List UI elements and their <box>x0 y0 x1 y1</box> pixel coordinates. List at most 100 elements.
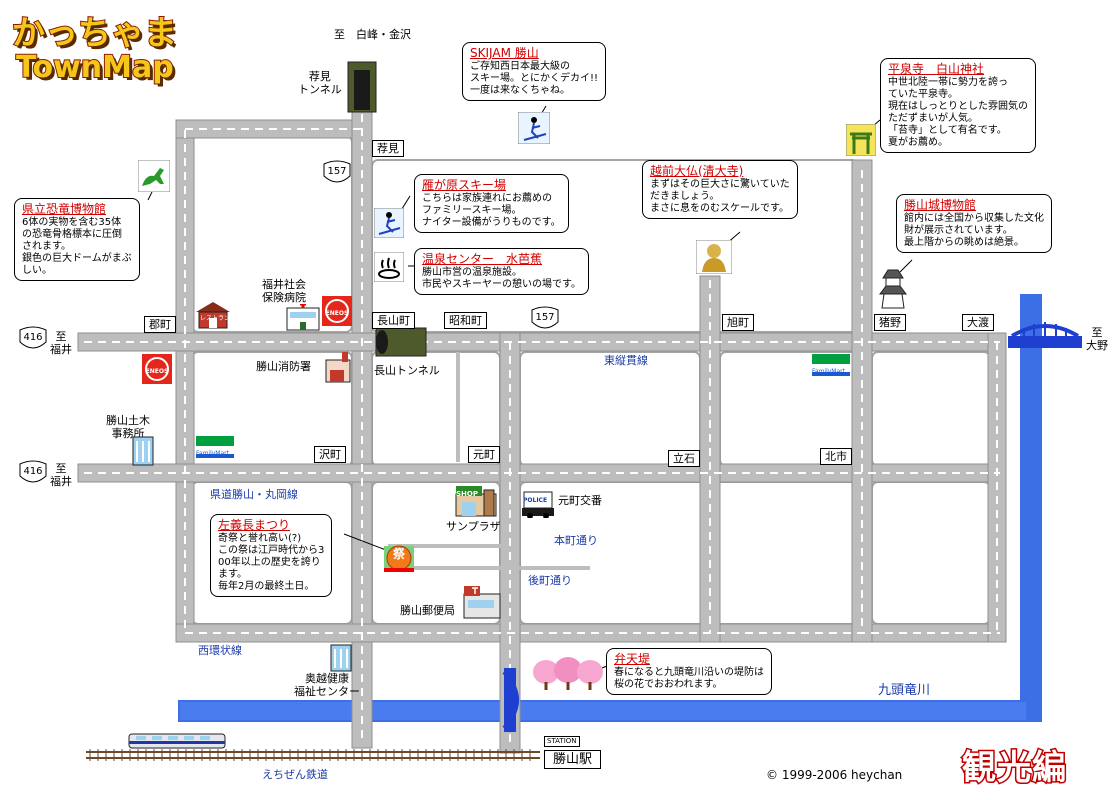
route-416-shield: 416 <box>18 326 48 352</box>
direction-north: 至 白峰・金沢 <box>334 28 411 41</box>
shop-icon <box>455 486 497 517</box>
callout-body: 奇祭と誉れ高い(?) この祭は江戸時代から3 00年以上の歴史を誇り ます。 毎… <box>218 533 325 592</box>
callout-title: 温泉センター 水芭蕉 <box>422 252 543 266</box>
intersection-kitaichi: 北市 <box>820 448 852 465</box>
callout-skijam: SKIJAM 勝山 ご存知西日本最大級の スキー場。とにかくデカイ!! 一度は来… <box>462 42 607 101</box>
echizen-railway <box>86 749 540 761</box>
callout-sagicho: 左義長まつり 奇祭と誉れ高い(?) この祭は江戸時代から3 00年以上の歴史を誇… <box>210 514 333 597</box>
familymart-label: FamilyMart <box>196 450 229 457</box>
road-ushiromachi: 後町通り <box>528 574 572 587</box>
callout-ganohara: 雁が原スキー場 こちらは家族連れにお薦めの ファミリースキー場。 ナイター設備が… <box>414 174 569 233</box>
callout-heisenji: 平泉寺 白山神社 中世北陸一帯に勢力を誇っ ていた平泉寺。 現在はしっとりとした… <box>880 58 1036 153</box>
callout-title: 雁が原スキー場 <box>422 178 507 192</box>
callout-onsen: 温泉センター 水芭蕉 勝山市営の温泉施設。 市民やスキーヤーの憩いの場です。 <box>414 248 589 295</box>
label-okuetsu: 奥越健康 福祉センター <box>294 672 360 698</box>
bridge-icon <box>1008 322 1082 348</box>
shrine-icon <box>846 124 876 156</box>
label-station: 勝山駅 <box>544 750 602 769</box>
river-kuzuryu: 九頭竜川 <box>878 683 931 698</box>
bridge-icon <box>502 668 519 732</box>
post-office-icon <box>463 586 501 619</box>
hot-spring-icon <box>374 252 404 282</box>
label-sunplaza: サンプラザ <box>446 520 501 533</box>
map-title-jp: かっちゃま <box>11 12 178 53</box>
familymart-label: FamilyMart <box>812 368 845 375</box>
callout-body: こちらは家族連れにお薦めの ファミリースキー場。 ナイター設備がうりものです。 <box>422 193 561 228</box>
direction-west-upper: 至 福井 <box>50 330 72 356</box>
intersection-inono: 猪野 <box>874 314 906 331</box>
sakura-icon <box>533 657 603 690</box>
intersection-kenmi: 荐見 <box>372 140 404 157</box>
intersection-tateishi: 立石 <box>668 450 700 467</box>
sightseeing-badge: 観光編 <box>961 747 1068 790</box>
festival-sign: 祭 <box>392 547 405 561</box>
callout-title: 勝山城博物館 <box>904 198 977 212</box>
skier-icon <box>374 208 404 238</box>
eneos-label: ENEOS <box>325 310 349 317</box>
road-honmachi: 本町通り <box>554 534 598 547</box>
callout-body: まずはその巨大さに驚いていた だきましょう。 まさに息をのむスケールです。 <box>650 179 790 214</box>
station-sign: STATION <box>544 736 580 747</box>
intersection-gunmachi: 郡町 <box>144 316 176 333</box>
familymart-icon <box>812 354 850 376</box>
map-title-en: TownMap <box>15 49 175 86</box>
route-157-shield: 157 <box>530 306 560 332</box>
intersection-sawamachi: 沢町 <box>314 446 346 463</box>
callout-body: 館内には全国から収集した文化 財が展示されています。 最上階からの眺めは絶景。 <box>904 213 1044 248</box>
tunnel-icon <box>347 61 377 113</box>
road-higashi-junkan: 東縦貫線 <box>604 354 648 367</box>
callout-body: ご存知西日本最大級の スキー場。とにかくデカイ!! 一度は来なくちゃね。 <box>470 61 599 96</box>
shop-sign: SHOP <box>456 490 478 498</box>
callout-kyoryu: 県立恐竜博物館 6体の実物を含む35体 の恐竜骨格標本に圧倒 されます。 銀色の… <box>14 198 140 281</box>
copyright: © 1999-2006 heychan <box>766 768 903 782</box>
skier-icon <box>518 112 550 144</box>
police-icon <box>522 491 554 518</box>
eneos-icon <box>142 354 172 384</box>
route-157-number: 157 <box>327 166 347 177</box>
eneos-icon <box>322 296 352 326</box>
familymart-icon <box>196 436 234 458</box>
label-post-office: 勝山郵便局 <box>400 604 455 617</box>
callout-benten: 弁天堤 春になると九頭竜川沿いの堤防は 桜の花でおおわれます。 <box>606 648 772 695</box>
route-157-shield: 157 <box>322 160 352 186</box>
train-icon <box>128 733 226 749</box>
office-building-icon <box>330 644 352 672</box>
tunnel-icon <box>375 327 427 357</box>
callout-body: 勝山市営の温泉施設。 市民やスキーヤーの憩いの場です。 <box>422 267 581 290</box>
label-hospital: 福井社会 保険病院 <box>262 278 306 304</box>
route-416-number: 416 <box>23 466 43 477</box>
road-nishi-kanjo: 西環状線 <box>198 644 242 657</box>
festival-icon <box>384 545 414 572</box>
label-kenmi-tunnel: 荐見 トンネル <box>298 70 342 96</box>
intersection-nagayamacho: 長山町 <box>372 312 415 329</box>
intersection-owatari: 大渡 <box>962 314 994 331</box>
road-center-lines <box>84 100 1000 748</box>
restaurant-sign: レストラン <box>200 315 231 322</box>
intersection-asahimachi: 旭町 <box>722 314 754 331</box>
office-building-icon <box>132 436 154 466</box>
callout-body: 6体の実物を含む35体 の恐竜骨格標本に圧倒 されます。 銀色の巨大ドームがまぶ… <box>22 217 132 276</box>
callout-castle: 勝山城博物館 館内には全国から収集した文化 財が展示されています。 最上階からの… <box>896 194 1052 253</box>
route-157-number: 157 <box>535 312 555 323</box>
route-416-number: 416 <box>23 332 43 343</box>
route-416-shield: 416 <box>18 460 48 486</box>
castle-icon <box>879 269 907 309</box>
eneos-label: ENEOS <box>145 368 169 375</box>
label-fire-station: 勝山消防署 <box>256 360 311 373</box>
direction-west-lower: 至 福井 <box>50 462 72 488</box>
callout-title: SKIJAM 勝山 <box>470 46 539 60</box>
buddha-icon <box>696 240 732 274</box>
railway-echizen: えちぜん鉄道 <box>262 768 328 781</box>
callout-body: 春になると九頭竜川沿いの堤防は 桜の花でおおわれます。 <box>614 667 764 690</box>
fire-station-icon <box>325 352 351 383</box>
callout-title: 県立恐竜博物館 <box>22 202 107 216</box>
callout-daibutsu: 越前大仏(清大寺) まずはその巨大さに驚いていた だきましょう。 まさに息をのむ… <box>642 160 798 219</box>
dinosaur-icon <box>138 160 170 192</box>
hospital-icon <box>286 304 320 331</box>
road-kendo: 県道勝山・丸岡線 <box>210 488 298 501</box>
intersection-showacho: 昭和町 <box>444 312 487 329</box>
restaurant-icon <box>196 302 230 329</box>
police-sign: POLICE <box>523 497 548 504</box>
callout-title: 左義長まつり <box>218 518 291 532</box>
